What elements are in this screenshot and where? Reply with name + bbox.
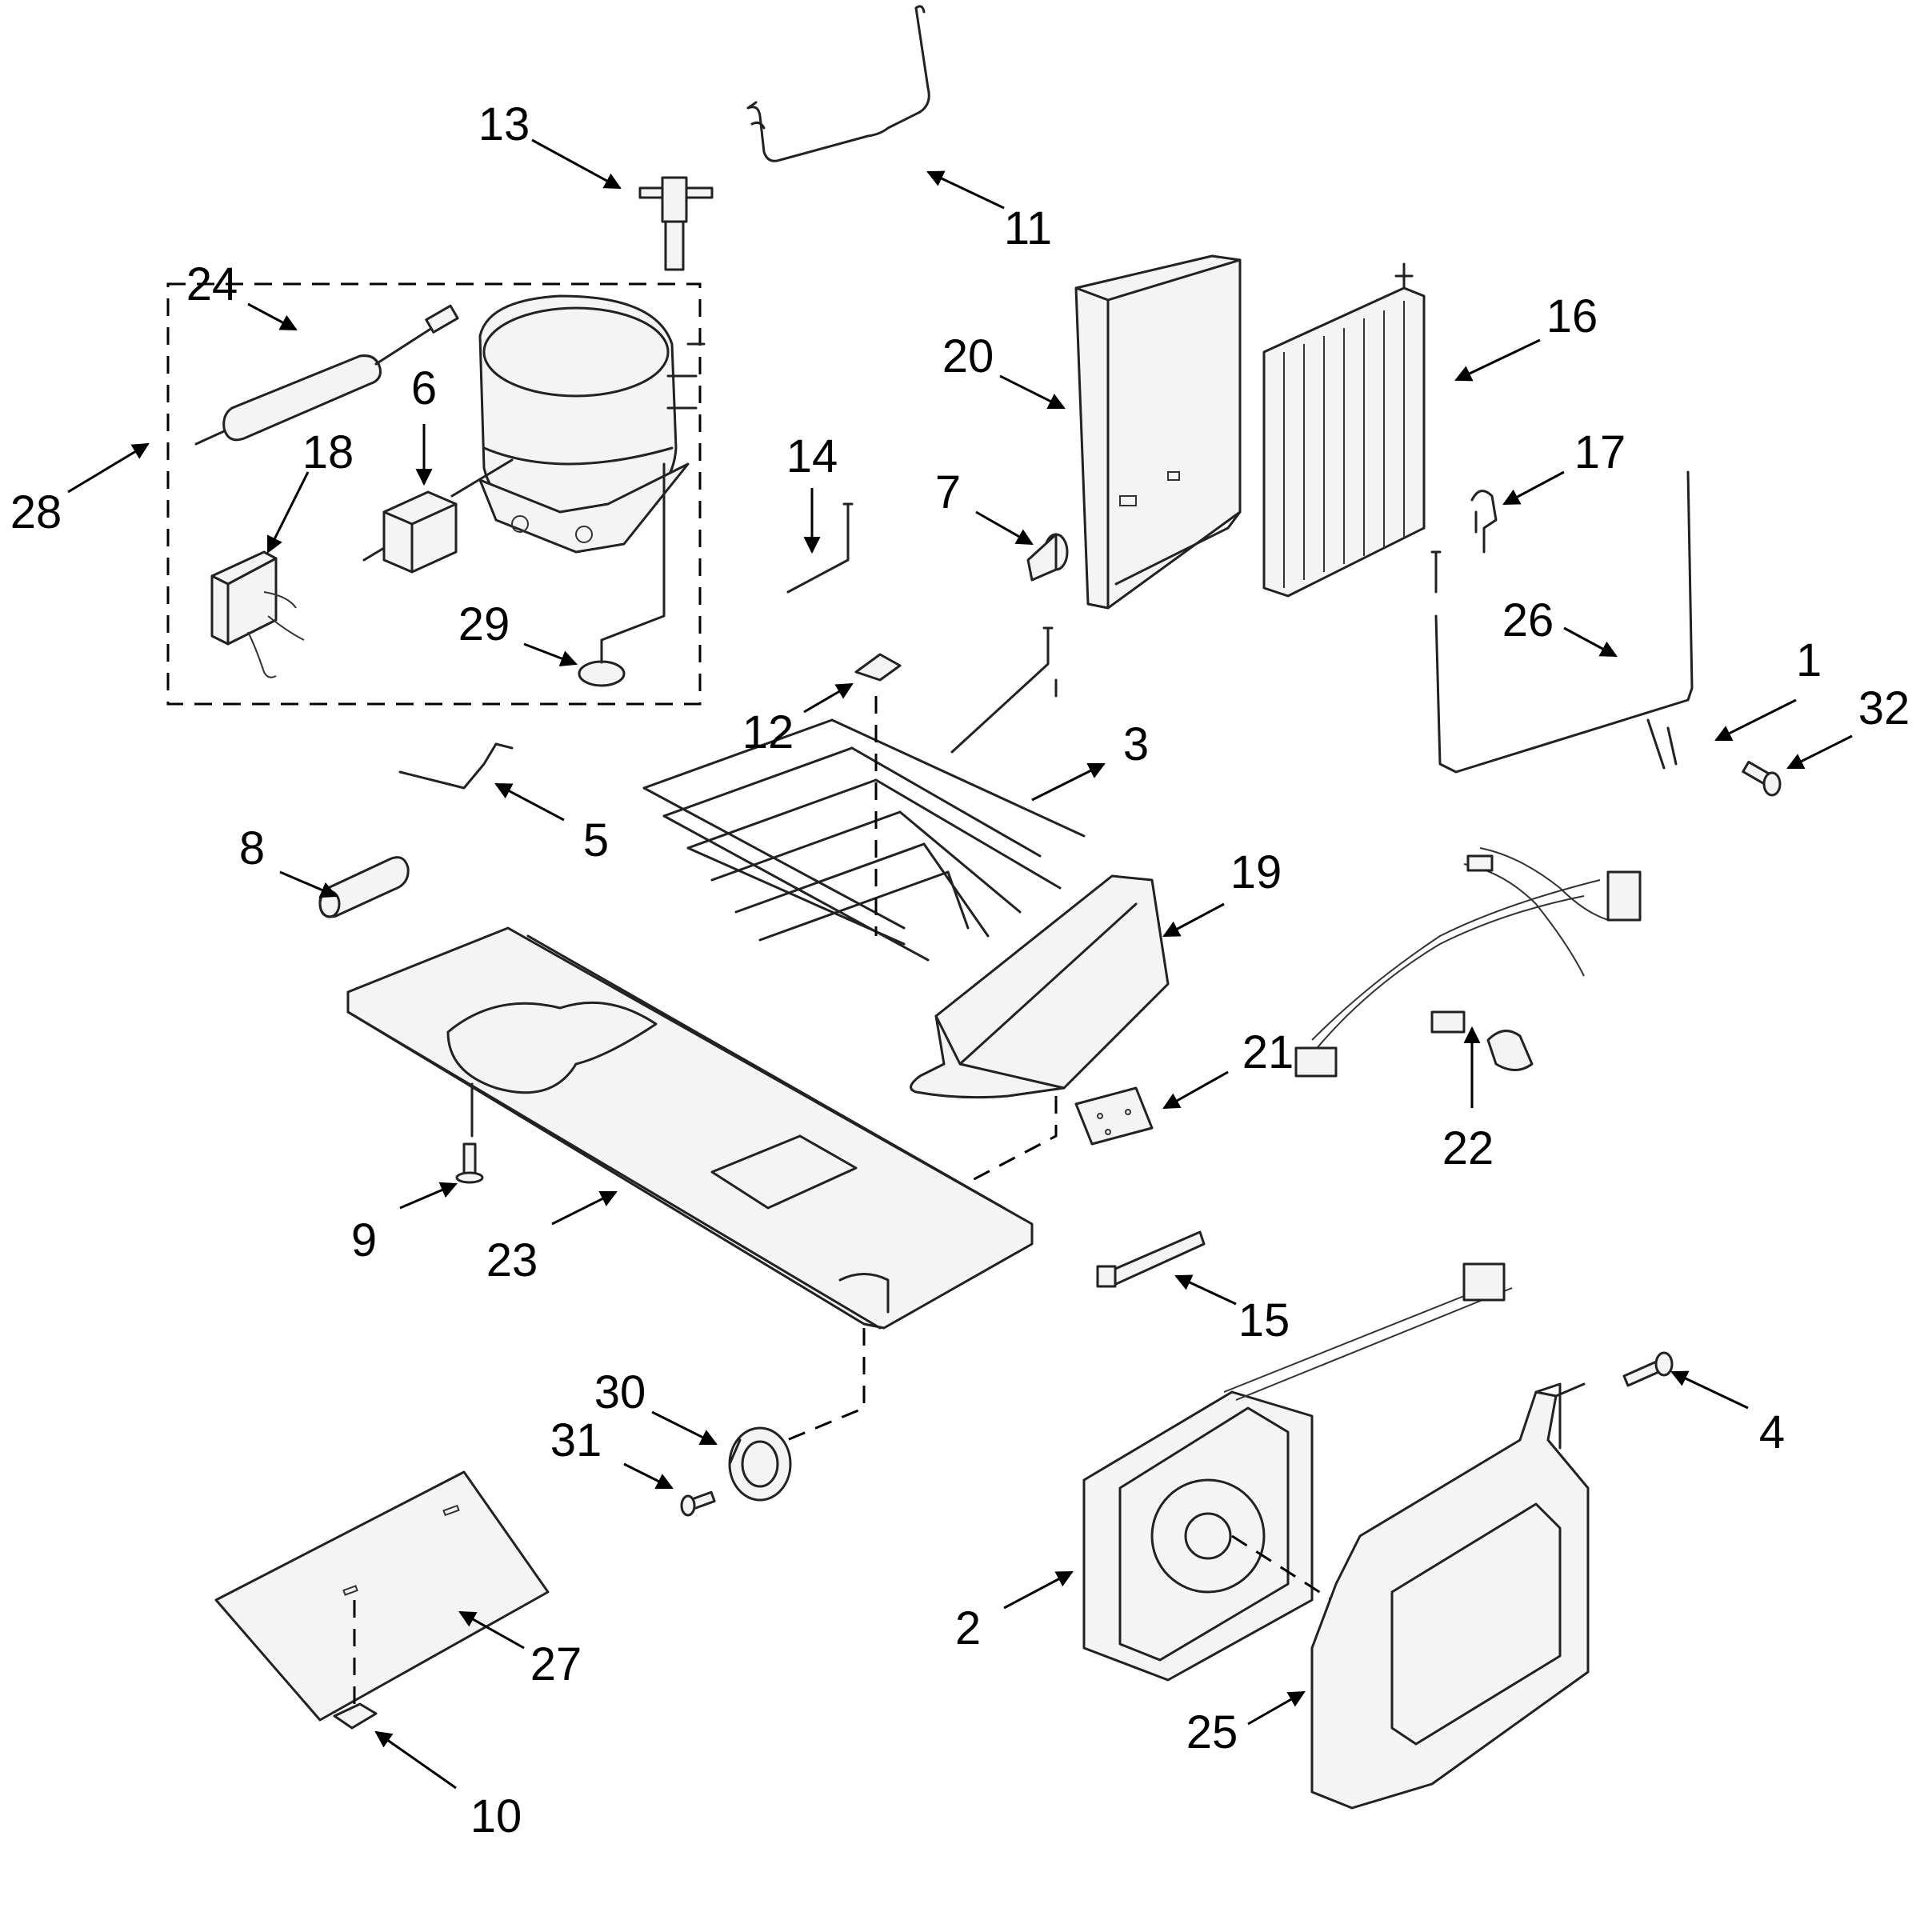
part-1-clip (1646, 718, 1678, 770)
part-3-defrost-heater (642, 626, 1086, 962)
part-27-insulation-sheet (214, 1470, 550, 1722)
part-15-cable-tie (1096, 1230, 1206, 1288)
part-23-base-plate (346, 926, 1034, 1450)
callout-6: 6 (411, 362, 437, 414)
callout-18: 18 (302, 426, 354, 478)
callout-32: 32 (1858, 682, 1910, 734)
leader-arrows (67, 138, 1853, 1790)
callout-27: 27 (530, 1638, 582, 1690)
part-8-cylinder (318, 856, 410, 918)
part-25-fan-shroud (1310, 1382, 1590, 1810)
part-11-tube (746, 5, 930, 162)
callout-20: 20 (942, 330, 994, 382)
compressor (478, 294, 706, 554)
part-19-drain-pan (894, 874, 1170, 1245)
callout-19: 19 (1230, 846, 1282, 898)
part-7-plug (1026, 533, 1069, 582)
part-22-wire-harness (1294, 847, 1642, 1078)
part-10-clip (333, 1702, 378, 1730)
part-31-screw (680, 1490, 716, 1517)
part-29-grommet (578, 462, 666, 687)
part-14-tube (786, 502, 854, 594)
callout-10: 10 (470, 1790, 522, 1842)
callout-30: 30 (594, 1366, 646, 1418)
callout-24: 24 (186, 258, 238, 310)
callout-2: 2 (955, 1602, 981, 1654)
callout-8: 8 (239, 822, 265, 874)
callout-25: 25 (1186, 1706, 1238, 1758)
callout-1: 1 (1796, 634, 1822, 686)
callout-28: 28 (10, 486, 62, 538)
callout-labels: 1 2 3 4 5 6 7 8 9 10 11 12 13 14 15 16 1… (10, 98, 1910, 1842)
part-13-valve (638, 176, 714, 271)
callout-31: 31 (550, 1414, 602, 1466)
callout-9: 9 (351, 1214, 377, 1266)
part-30-grommet (728, 1426, 792, 1502)
callout-23: 23 (486, 1234, 538, 1286)
callout-26: 26 (1502, 594, 1554, 646)
callout-7: 7 (935, 466, 961, 518)
callout-15: 15 (1238, 1294, 1290, 1346)
callout-5: 5 (583, 814, 609, 866)
part-12-clip (854, 653, 902, 682)
callout-13: 13 (478, 98, 530, 150)
callout-3: 3 (1123, 718, 1149, 770)
part-32-screw (1742, 760, 1782, 797)
part-9-screw (455, 1142, 484, 1184)
part-4-screw (1622, 1351, 1674, 1387)
part-18-overload (210, 550, 305, 678)
callout-14: 14 (786, 430, 838, 482)
part-16-evaporator-coil (1262, 262, 1426, 598)
compressor-kit-boundary (166, 282, 702, 706)
callout-17: 17 (1574, 426, 1626, 478)
part-20-evaporator-housing (1074, 254, 1242, 610)
part-6-start-relay (362, 458, 514, 574)
callout-11: 11 (1004, 202, 1052, 254)
callout-16: 16 (1546, 290, 1598, 342)
part-2-fan-motor (1082, 1262, 1513, 1682)
callout-4: 4 (1759, 1406, 1785, 1458)
part-5-bracket (398, 742, 514, 790)
callout-29: 29 (458, 598, 510, 650)
callout-21: 21 (1242, 1026, 1294, 1078)
callout-12: 12 (742, 706, 794, 758)
part-26-tube (1430, 470, 1694, 774)
part-24-drier (194, 304, 459, 446)
part-21-pad (1074, 1086, 1154, 1146)
part-17-clip (1470, 490, 1498, 554)
callout-22: 22 (1442, 1122, 1494, 1174)
